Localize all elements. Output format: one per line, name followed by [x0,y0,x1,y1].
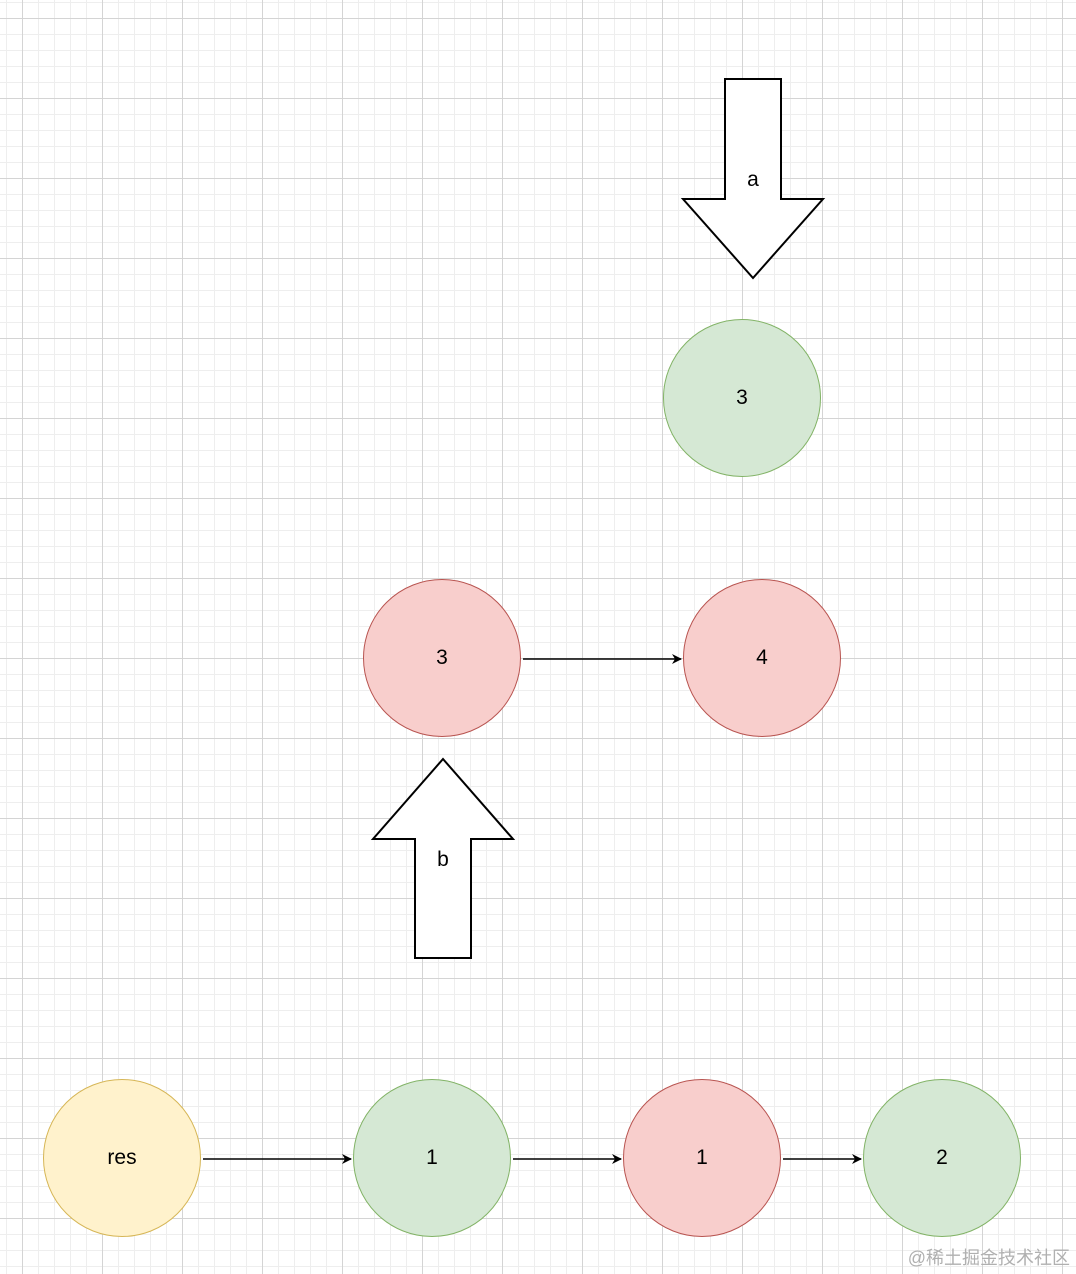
node-bottom-green-1[interactable]: 1 [353,1079,511,1237]
pointer-a-arrow [680,78,826,280]
node-bottom-red-1[interactable]: 1 [623,1079,781,1237]
node-label: 1 [696,1146,708,1169]
node-label: 3 [436,646,448,669]
node-label: 4 [756,646,768,669]
node-label: 1 [426,1146,438,1169]
node-mid-red-3[interactable]: 3 [363,579,521,737]
node-bottom-green-2[interactable]: 2 [863,1079,1021,1237]
node-label: 3 [736,386,748,409]
watermark: @稀土掘金技术社区 [907,1248,1070,1268]
node-mid-red-4[interactable]: 4 [683,579,841,737]
pointer-b-arrow [370,757,516,959]
node-res[interactable]: res [43,1079,201,1237]
node-top-green-3[interactable]: 3 [663,319,821,477]
pointer-b-label: b [437,848,449,871]
node-label: res [107,1146,137,1169]
pointer-a-label: a [747,168,759,191]
node-label: 2 [936,1146,948,1169]
